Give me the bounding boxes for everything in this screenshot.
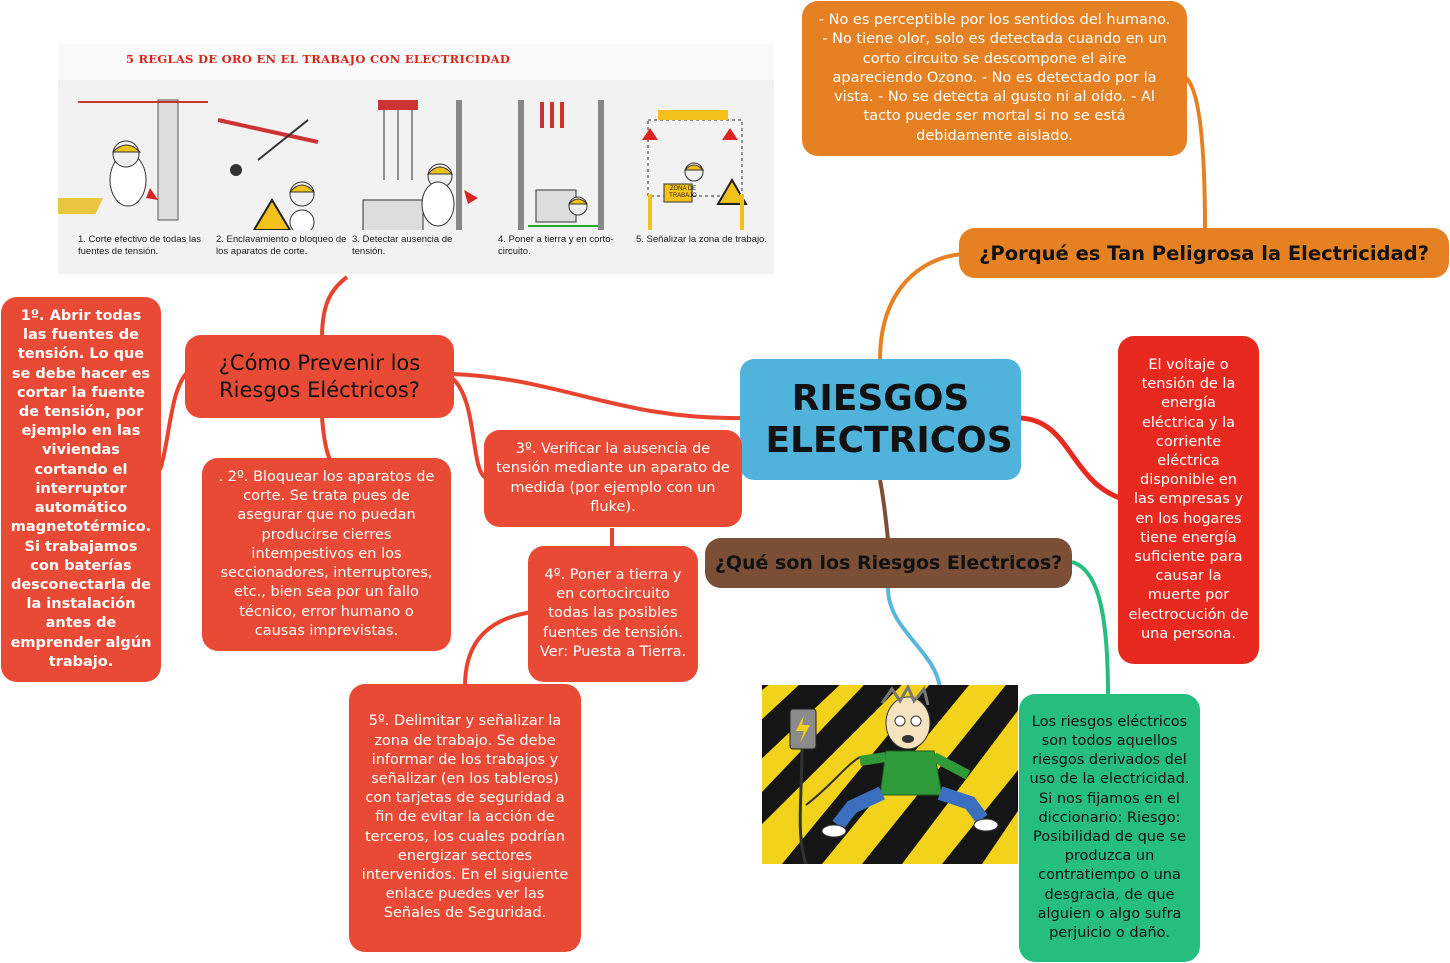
center-node[interactable]: RIESGOS ELECTRICOS (740, 359, 1021, 480)
link-como-regla3 (450, 376, 488, 480)
link-como-regla2 (320, 417, 332, 461)
branch-porque-label: ¿Porqué es Tan Peligrosa la Electricidad… (979, 241, 1429, 265)
regla-2-text: . 2º. Bloquear los aparatos de corte. Se… (218, 469, 435, 639)
poster-caption-4: 4. Poner a tierra y en corto-circuito. (498, 234, 614, 257)
porque-detail-text: - No es perceptible por los sentidos del… (818, 12, 1171, 144)
regla-5-text: 5º. Delimitar y señalizar la zona de tra… (361, 713, 569, 922)
regla-4-note[interactable]: 4º. Poner a tierra y en cortocircuito to… (528, 546, 698, 682)
link-center-voltaje (1019, 415, 1121, 501)
regla-1-note[interactable]: 1º. Abrir todas las fuentes de tensión. … (1, 297, 161, 682)
poster-title: 5 REGLAS DE ORO EN EL TRABAJO CON ELECTR… (125, 52, 511, 66)
poster-caption-3: 3. Detectar ausencia de tensión. (352, 234, 453, 257)
regla-4-text: 4º. Poner a tierra y en cortocircuito to… (539, 566, 687, 660)
definicion-text: Los riesgos eléctricos son todos aquello… (1029, 713, 1190, 942)
voltaje-text: El voltaje o tensión de la energía eléct… (1128, 356, 1249, 642)
regla-2-note[interactable]: . 2º. Bloquear los aparatos de corte. Se… (202, 458, 451, 651)
poster-caption-5: 5. Señalizar la zona de trabajo. (636, 234, 767, 245)
link-que-definicion (1071, 560, 1110, 697)
link-que-image (886, 587, 942, 689)
link-porque-detail (1184, 76, 1207, 231)
poster-caption-1: 1. Corte efectivo de todas las fuentes d… (78, 234, 202, 257)
link-como-regla1 (158, 368, 192, 471)
electric-shock-cartoon (762, 685, 1018, 864)
link-center-porque (878, 252, 963, 361)
poster-caption-2: 2. Enclavamiento o bloqueo de los aparat… (216, 234, 347, 257)
regla-3-text: 3º. Verificar la ausencia de tensión med… (496, 441, 730, 515)
safety-poster-illustration (58, 99, 748, 230)
link-center-que (878, 479, 890, 541)
zone-sign-label: ZONA DE TRABAJO (669, 186, 697, 199)
branch-como[interactable]: ¿Cómo Prevenir los Riesgos Eléctricos? (185, 335, 454, 418)
link-regla4-regla5 (463, 610, 533, 687)
branch-que-label: ¿Qué son los Riesgos Electricos? (714, 552, 1063, 574)
lightning-warning-icon (796, 715, 810, 743)
link-center-como (451, 372, 743, 421)
porque-detail-note[interactable]: - No es perceptible por los sentidos del… (802, 1, 1187, 156)
reglas-de-oro-poster: 5 REGLAS DE ORO EN EL TRABAJO CON ELECTR… (58, 44, 774, 274)
electric-shock-image (762, 685, 1018, 864)
link-como-poster (320, 275, 349, 339)
center-title: RIESGOS ELECTRICOS (765, 377, 1013, 461)
regla-3-note[interactable]: 3º. Verificar la ausencia de tensión med… (484, 430, 742, 527)
regla-1-text: 1º. Abrir todas las fuentes de tensión. … (10, 308, 152, 670)
definicion-note[interactable]: Los riesgos eléctricos son todos aquello… (1019, 694, 1200, 962)
branch-como-label: ¿Cómo Prevenir los Riesgos Eléctricos? (218, 350, 421, 402)
branch-porque[interactable]: ¿Porqué es Tan Peligrosa la Electricidad… (959, 228, 1449, 278)
branch-que[interactable]: ¿Qué son los Riesgos Electricos? (705, 538, 1072, 588)
regla-5-note[interactable]: 5º. Delimitar y señalizar la zona de tra… (349, 684, 581, 952)
voltaje-note[interactable]: El voltaje o tensión de la energía eléct… (1118, 336, 1259, 664)
